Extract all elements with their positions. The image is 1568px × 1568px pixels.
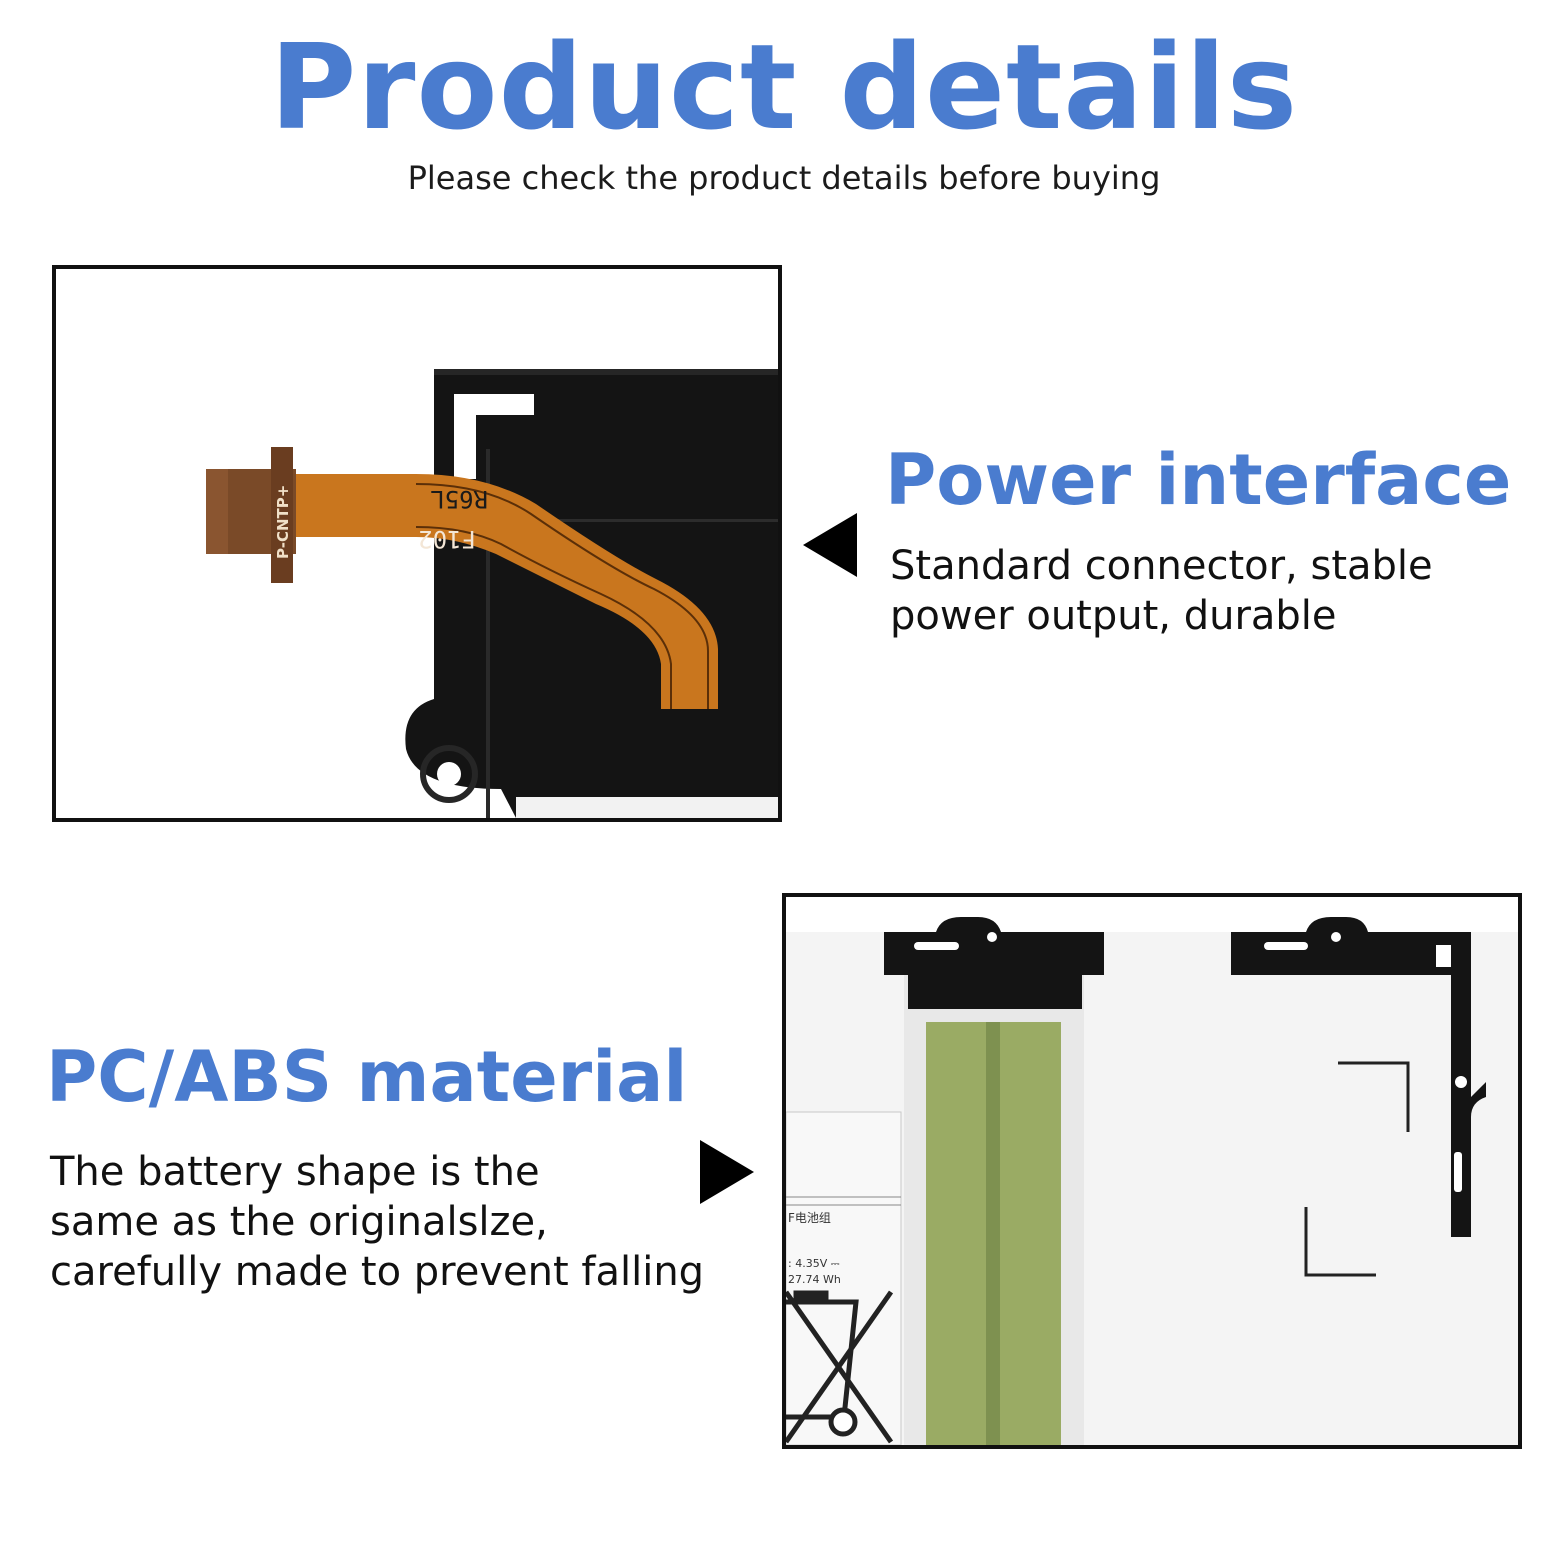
arrow-right-icon: [700, 1140, 754, 1204]
cable-code-f102: F102: [418, 525, 476, 553]
power-interface-line-2: power output, durable: [890, 593, 1337, 639]
power-interface-photo: R65L F102 P-CNTP+: [52, 265, 782, 822]
crossed-bin-icon: [786, 1290, 894, 1444]
material-line-1: The battery shape is the: [50, 1149, 540, 1195]
material-line-2: same as the originalslze,: [50, 1199, 548, 1245]
cable-code-r65l: R65L: [430, 485, 488, 513]
power-interface-line-1: Standard connector, stable: [890, 543, 1433, 589]
material-heading: PC/ABS material: [46, 1036, 688, 1118]
battery-connector-illustration: R65L F102 P-CNTP+: [56, 269, 778, 818]
power-interface-heading: Power interface: [885, 439, 1512, 521]
battery-material-photo: F电池组 : 4.35V ⎓ 27.74 Wh: [782, 893, 1522, 1449]
battery-label-text-1: F电池组: [788, 1211, 831, 1225]
page-subtitle: Please check the product details before …: [407, 159, 1161, 197]
power-interface-description: Standard connector, stable power output,…: [890, 541, 1510, 641]
battery-label-text-2: : 4.35V ⎓: [788, 1257, 840, 1270]
material-description: The battery shape is the same as the ori…: [50, 1147, 730, 1297]
battery-body-illustration: F电池组 : 4.35V ⎓ 27.74 Wh: [786, 897, 1518, 1445]
connector-label: P-CNTP+: [274, 485, 292, 559]
arrow-left-icon: [803, 513, 857, 577]
page-title: Product details: [269, 18, 1299, 156]
material-line-3: carefully made to prevent falling: [50, 1249, 705, 1295]
battery-label-text-3: 27.74 Wh: [788, 1273, 841, 1286]
